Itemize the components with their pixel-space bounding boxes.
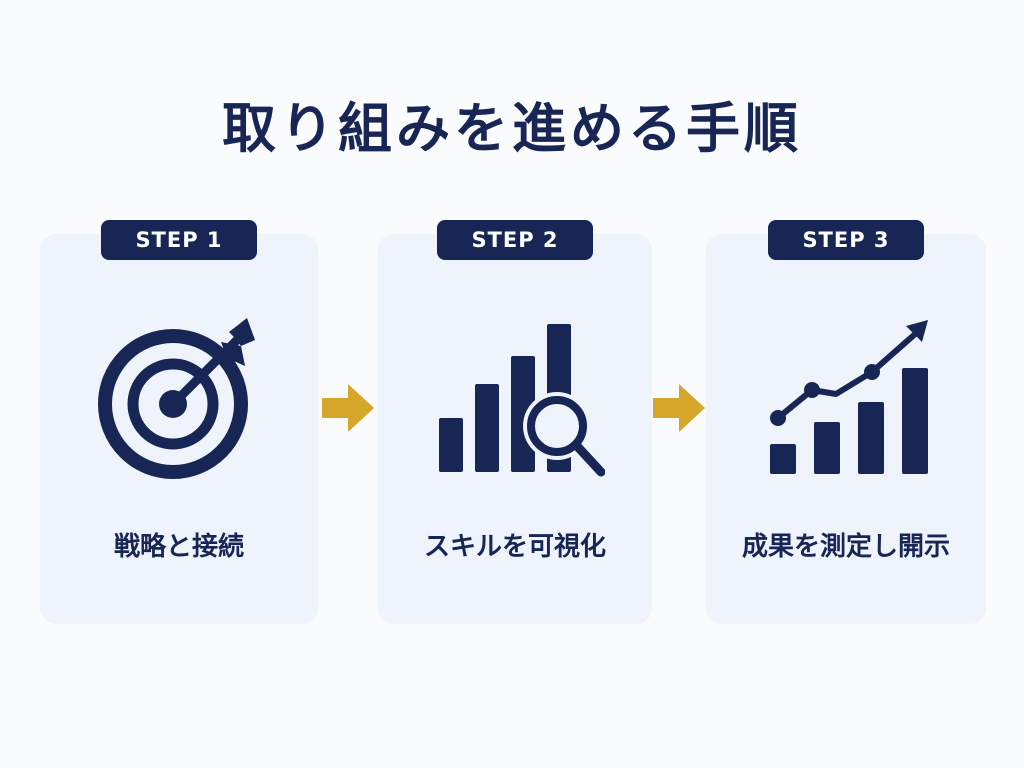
growth-chart-icon [770,320,928,474]
step-label-3: 成果を測定し開示 [741,532,950,562]
arrow-right-icon [653,384,705,432]
step-card-1: STEP 1 戦略と接続 [40,220,318,624]
step-badge-1: STEP 1 [101,220,257,260]
arrow-right-icon [322,384,374,432]
step-card-2: STEP 2 スキルを可視化 [378,220,652,624]
page-title: 取り組みを進める手順 [222,97,802,160]
step-card-3: STEP 3 成果を測定し開示 [706,220,986,624]
target-icon [98,318,255,479]
step-badge-3: STEP 3 [768,220,924,260]
step-label-1: 戦略と接続 [113,532,244,562]
step-badge-2: STEP 2 [437,220,593,260]
bar-chart-magnifier-icon [439,324,605,477]
step-label-2: スキルを可視化 [423,532,606,562]
